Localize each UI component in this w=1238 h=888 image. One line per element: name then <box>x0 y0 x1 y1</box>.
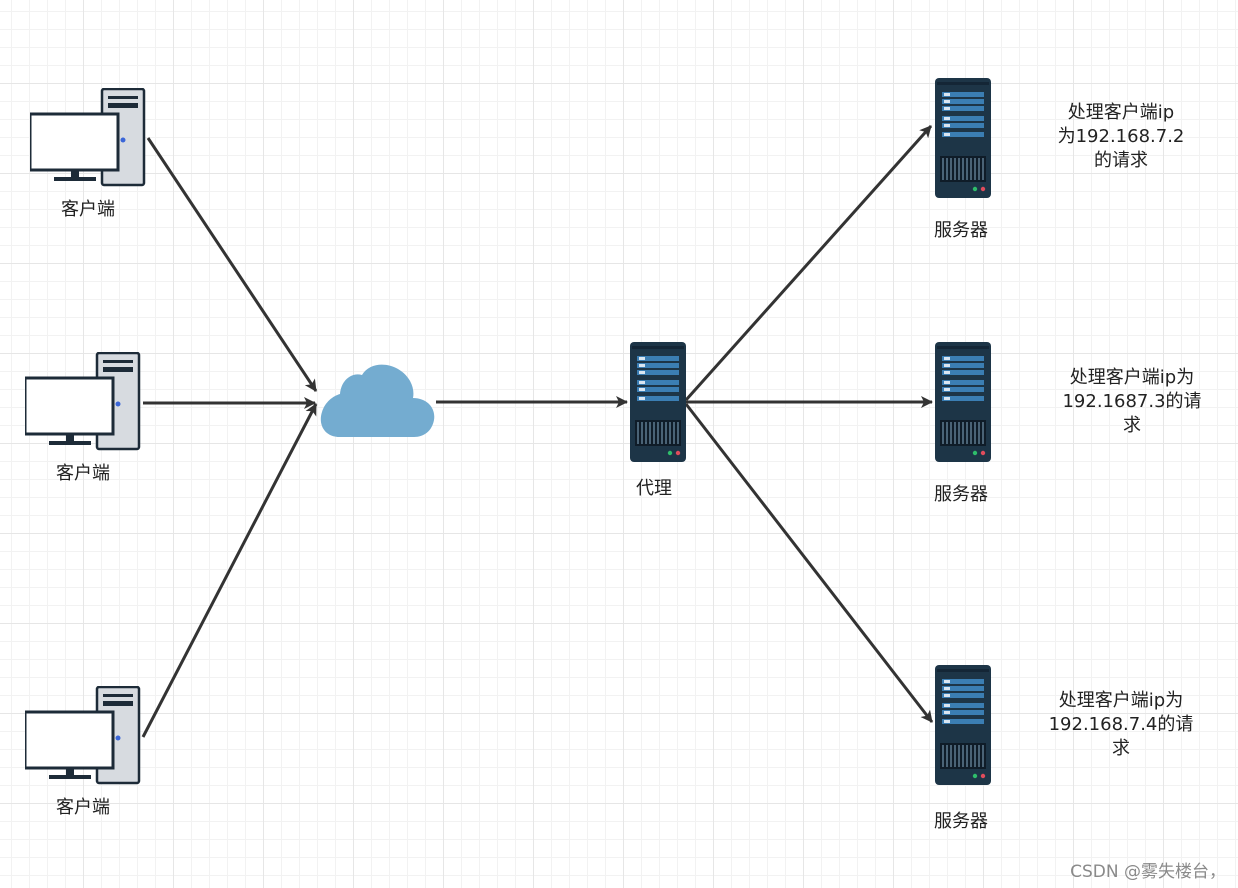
note-line: 处理客户端ip <box>1067 102 1175 123</box>
server-note: 处理客户端ip为 192.168.7.4的请 求 <box>1036 689 1206 761</box>
server-icon <box>935 342 991 462</box>
server-label: 服务器 <box>934 811 988 832</box>
server-icon <box>935 665 991 785</box>
note-line: 求 <box>1123 415 1141 436</box>
client-label: 客户端 <box>61 199 115 220</box>
edge-proxy-server3 <box>684 403 934 723</box>
client-desktop-icon <box>25 686 141 785</box>
note-line: 求 <box>1112 738 1130 759</box>
note-line: 的请求 <box>1094 150 1148 171</box>
cloud-icon <box>320 364 435 437</box>
note-line: 192.1687.3的请 <box>1062 391 1202 412</box>
client-label: 客户端 <box>56 797 110 818</box>
proxy-label: 代理 <box>636 478 672 499</box>
proxy-server-icon <box>630 342 686 462</box>
note-line: 处理客户端ip为 <box>1069 367 1195 388</box>
client-desktop-icon <box>25 352 141 451</box>
note-line: 192.168.7.4的请 <box>1048 714 1194 735</box>
server-icon <box>935 78 991 198</box>
edge-client3-cloud <box>141 403 318 738</box>
server-note: 处理客户端ip 为192.168.7.2 的请求 <box>1036 101 1206 173</box>
server-note: 处理客户端ip为 192.1687.3的请 求 <box>1047 366 1217 438</box>
edge-proxy-server1 <box>684 125 933 401</box>
client-label: 客户端 <box>56 463 110 484</box>
watermark: CSDN @雾失楼台， <box>1070 862 1226 882</box>
note-line: 处理客户端ip为 <box>1058 690 1184 711</box>
server-label: 服务器 <box>934 484 988 505</box>
edge-client1-cloud <box>146 137 318 392</box>
note-line: 为192.168.7.2 <box>1057 126 1185 147</box>
client-desktop-icon <box>30 88 146 187</box>
server-label: 服务器 <box>934 220 988 241</box>
